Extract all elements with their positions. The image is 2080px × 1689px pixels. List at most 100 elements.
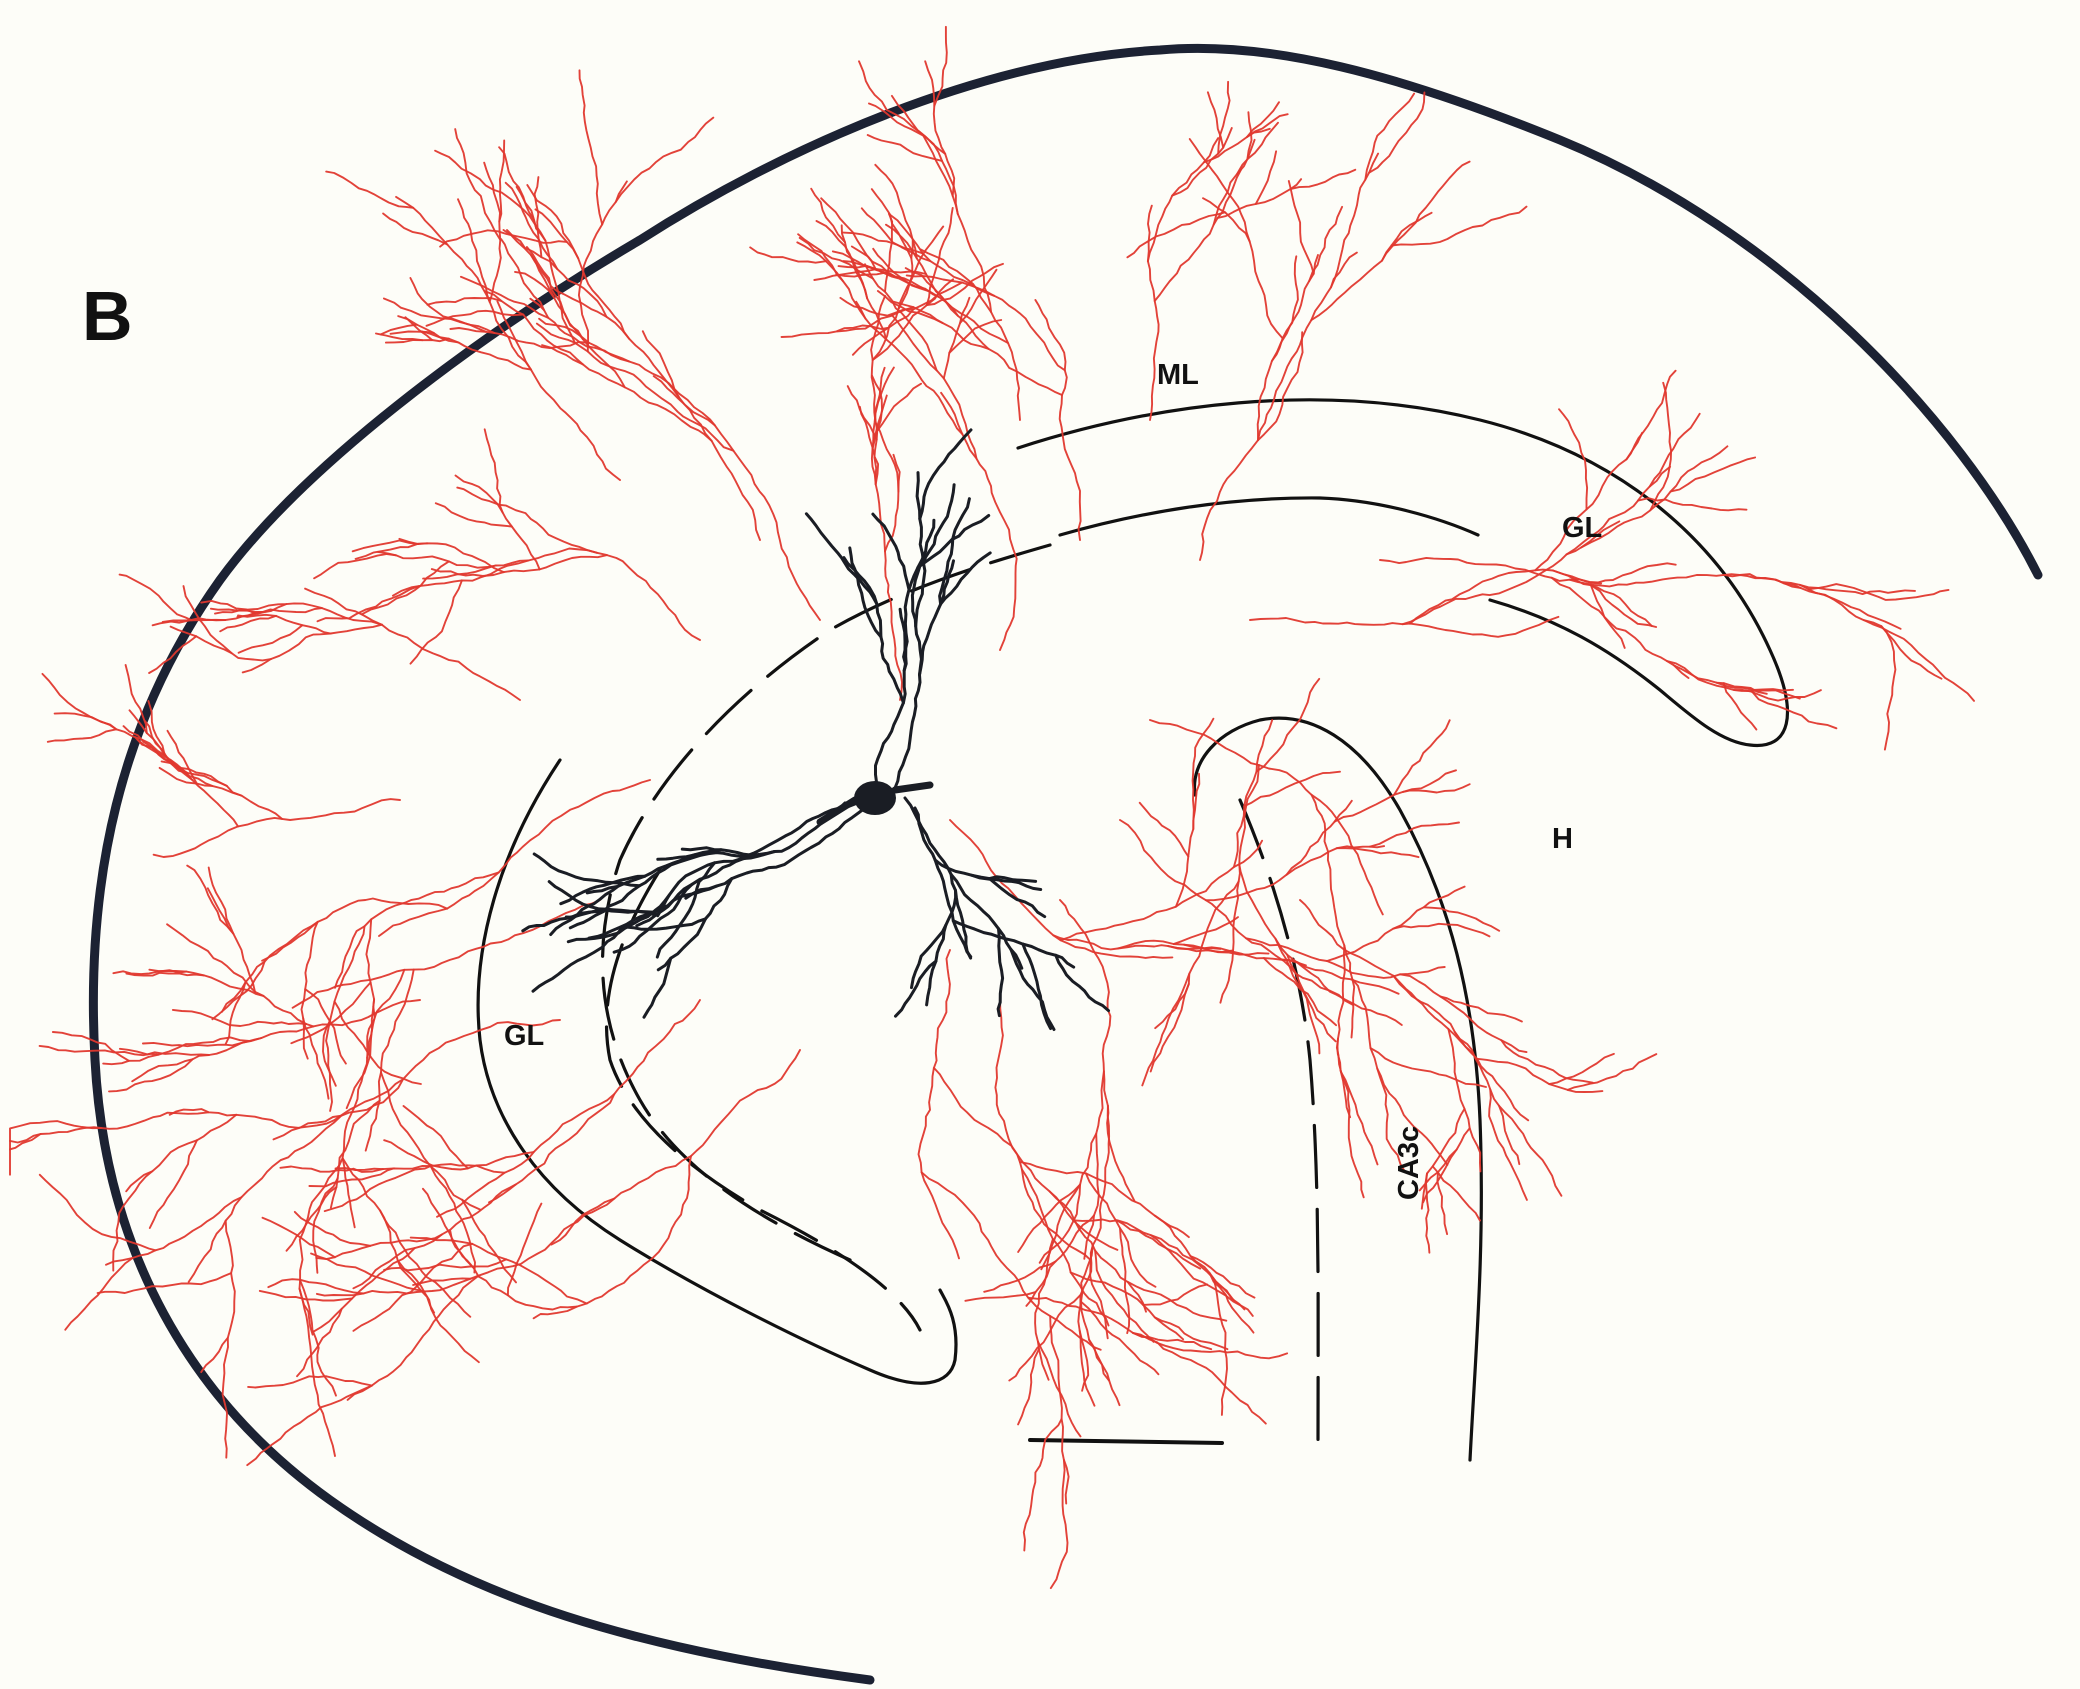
scale-bar [1028, 1438, 1224, 1445]
axon-branch [1208, 1271, 1255, 1334]
axon-branch [290, 981, 372, 1045]
axon-branch [1243, 770, 1341, 808]
axon-branch [151, 617, 227, 627]
axon-branch [166, 923, 308, 1025]
axon-branch [147, 700, 166, 757]
axon-branch [1036, 1340, 1082, 1438]
dendrite-branch [842, 556, 905, 705]
axon-branch [131, 1037, 263, 1083]
axon-branch [1589, 584, 1658, 628]
lower-blade-outer-boundary [476, 758, 958, 1385]
axon-branch [1217, 80, 1231, 155]
axon-branch [1666, 660, 1801, 700]
axon-branch [125, 1113, 238, 1193]
axon-branch [333, 1000, 422, 1085]
axon-branch [1131, 1331, 1267, 1425]
axon-branch [361, 560, 450, 616]
axon-branch [152, 798, 401, 858]
axon-branch [459, 275, 550, 319]
axon-branch [538, 317, 716, 427]
axon-branch [1392, 922, 1491, 938]
axon-branch [323, 1164, 433, 1213]
dendrite-branch [656, 802, 857, 861]
axon-branch [1172, 916, 1239, 945]
axon-branch [409, 579, 463, 665]
axon-branch [840, 224, 888, 341]
axon-branch [64, 1256, 134, 1331]
axon-branch [484, 290, 584, 366]
axon-branch [1364, 92, 1416, 181]
dendrite-branch [585, 848, 723, 895]
axon-branch [884, 453, 903, 701]
dendrite-branch [921, 483, 956, 565]
axon-branch [925, 206, 954, 306]
axon-branch [1580, 445, 1729, 549]
axon-branch [1431, 1165, 1481, 1222]
axon-branch [341, 1157, 436, 1314]
axon-branch [1336, 944, 1352, 1119]
axon-branch [285, 1186, 338, 1252]
axon-branch [851, 281, 963, 356]
axon-branch [454, 128, 502, 241]
axon-branch [940, 391, 1018, 651]
dendrite-branch [903, 796, 973, 960]
label-granule-layer-upper: GL [1562, 512, 1602, 544]
axon-branch [308, 1167, 395, 1188]
axon-branch [1274, 937, 1321, 1055]
axon-branch [1425, 1172, 1431, 1254]
axon-branch [1059, 839, 1264, 942]
axon-branch [325, 170, 415, 209]
axon-branch [1094, 1249, 1155, 1343]
axon-branch [461, 1198, 517, 1284]
axon-branch [383, 1258, 508, 1272]
dendrite-branch [951, 919, 1076, 969]
axon-branch [1052, 934, 1234, 953]
axon-branch [389, 330, 435, 335]
axon-branch [261, 897, 449, 962]
axon-branch [1390, 205, 1528, 247]
axon-branch [932, 1066, 1119, 1251]
axon-branch [171, 999, 421, 1028]
axon-branch [855, 300, 964, 436]
axon-branch [1069, 1271, 1185, 1341]
axon-branch [241, 623, 383, 674]
axon-branch [780, 324, 890, 338]
axon-branch [1027, 1296, 1213, 1351]
axon-branch [1183, 943, 1270, 956]
dendrite-branch [938, 497, 971, 606]
axon-branch [38, 1044, 160, 1057]
ca3-inner-boundary [1192, 716, 1483, 1462]
axon-branch [1488, 1088, 1528, 1201]
axon-branch [187, 1114, 343, 1283]
axon-branch [1287, 180, 1315, 275]
soma-taper [816, 781, 934, 826]
axon-branch [831, 250, 940, 298]
axon-branch [534, 208, 631, 340]
axon-branch [315, 1233, 443, 1261]
axon-branch [641, 330, 761, 541]
axon-branch [9, 1133, 42, 1176]
dendrite-branch [871, 512, 911, 592]
dendrite-branch [914, 471, 927, 628]
axon-branch [1270, 254, 1319, 362]
axon-branch [134, 736, 189, 775]
label-hilus: H [1552, 823, 1573, 855]
axon-branch [1637, 497, 1748, 512]
axon-branch [124, 664, 148, 735]
axon-branch [871, 239, 914, 361]
axon-branch [1257, 251, 1358, 442]
lower-blade-dashed-boundary [604, 868, 922, 1332]
axon-branch [209, 607, 264, 613]
axon-branch [1308, 205, 1344, 282]
axon-branch [1188, 138, 1251, 243]
axon-branch [919, 248, 1021, 421]
axon-branch [169, 758, 214, 787]
axon-branch [1418, 1127, 1471, 1192]
axon-branch [905, 274, 1066, 372]
axon-branch [169, 625, 272, 662]
axon-branch [1715, 681, 1794, 692]
axon-branch [1733, 688, 1822, 702]
axon-branch [858, 405, 886, 553]
axon-branch [429, 1165, 476, 1274]
axon-branch [749, 246, 827, 264]
